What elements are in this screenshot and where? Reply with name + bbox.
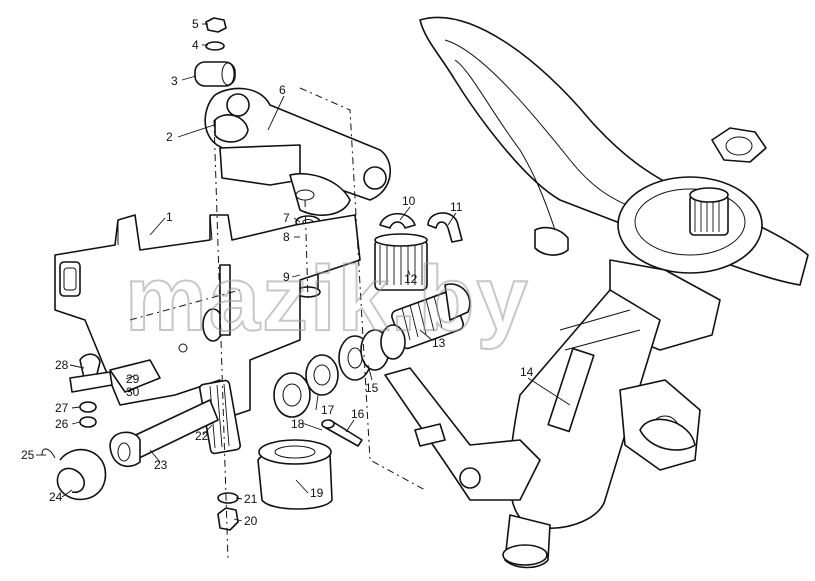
callout-25: 25 [21, 448, 35, 462]
washers-15 [338, 324, 406, 381]
washer-27 [79, 401, 97, 413]
callout-9: 9 [283, 270, 290, 284]
coil-spring-24 [41, 448, 107, 501]
callout-8: 8 [283, 230, 290, 244]
callout-19: 19 [310, 486, 324, 500]
callout-2: 2 [166, 130, 173, 144]
callout-13: 13 [432, 336, 446, 350]
bolt-28 [69, 353, 113, 393]
callout-4: 4 [192, 38, 199, 52]
center-lines [129, 87, 426, 561]
washer-26 [79, 416, 97, 428]
spring-bracket-30 [109, 359, 161, 393]
bolt-13 [391, 283, 471, 350]
callout-16: 16 [351, 407, 365, 421]
callout-11: 11 [450, 200, 463, 214]
callout-3: 3 [171, 74, 178, 88]
cotter-pin-16 [321, 419, 363, 447]
hex-nut-top [711, 127, 767, 163]
column-mounting-bracket [619, 379, 701, 471]
callout-30: 30 [126, 385, 140, 399]
retaining-ring-10 [379, 212, 416, 229]
nut-5 [205, 17, 227, 33]
nut-20 [217, 507, 239, 531]
steering-column-housing [502, 259, 721, 569]
callout-18: 18 [291, 417, 305, 431]
callout-22: 22 [195, 429, 209, 443]
callout-10: 10 [402, 194, 416, 208]
splined-shaft-end [689, 187, 729, 236]
callout-14: 14 [520, 365, 534, 379]
link-plate [204, 87, 392, 216]
callout-23: 23 [154, 458, 168, 472]
callout-12: 12 [404, 272, 418, 286]
callout-6: 6 [279, 83, 286, 97]
callout-1: 1 [166, 210, 173, 224]
callout-17: 17 [321, 403, 335, 417]
washer-4 [205, 41, 225, 51]
washer-21 [217, 492, 239, 504]
shaft-23 [109, 399, 219, 468]
leader-lines [36, 23, 571, 522]
spring-clip-11 [427, 212, 463, 243]
watermark: mazik.by [125, 248, 530, 350]
callout-26: 26 [55, 417, 69, 431]
callout-24: 24 [49, 490, 63, 504]
threaded-sleeve-12 [374, 233, 428, 291]
callout-15: 15 [365, 381, 379, 395]
callout-labels: 5 4 3 2 6 1 7 8 9 10 11 12 13 14 15 16 1… [21, 17, 534, 528]
lower-bracket-plate [384, 367, 541, 501]
callout-21: 21 [244, 492, 258, 506]
callout-20: 20 [244, 514, 258, 528]
callout-27: 27 [55, 401, 69, 415]
callout-5: 5 [192, 17, 199, 31]
washer-17 [305, 354, 339, 396]
castle-nut [273, 372, 311, 418]
pin [194, 61, 236, 87]
callout-28: 28 [55, 358, 69, 372]
callout-7: 7 [283, 211, 290, 225]
callout-29: 29 [126, 372, 140, 386]
bushing-19 [257, 439, 333, 510]
